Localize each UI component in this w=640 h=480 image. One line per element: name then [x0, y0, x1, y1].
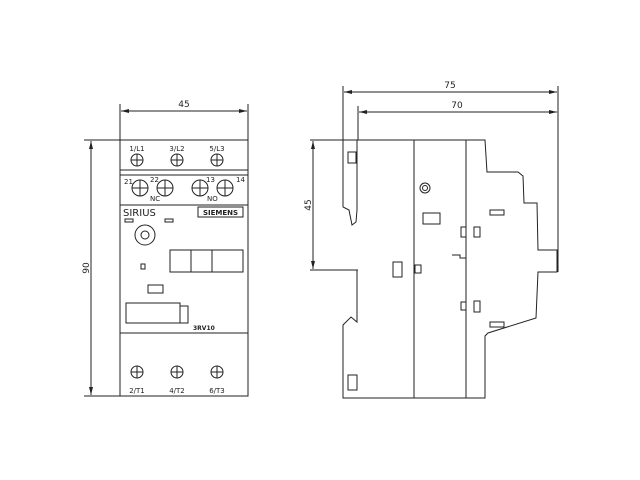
side-view: 75 70 45: [304, 81, 559, 399]
terminal-screw-icon: [216, 179, 234, 197]
model-label: 3RV10: [193, 325, 215, 332]
depth-75-label: 75: [444, 81, 455, 91]
terminal-screw-icon: [130, 153, 144, 167]
siemens-logo-text: SIEMENS: [203, 209, 238, 217]
aux-label: 21: [124, 178, 133, 186]
terminal-screw-icon: [191, 179, 209, 197]
terminal-label: 6/T3: [209, 387, 225, 395]
terminal-screw-icon: [210, 153, 224, 167]
aux-label: 13: [206, 176, 215, 184]
aux-contact-block: [119, 174, 249, 206]
terminal-screw-icon: [170, 365, 184, 379]
siemens-logo: [197, 206, 244, 218]
height-label: 90: [82, 262, 92, 274]
front-view: 45 90 1/L1 3/L2 5/L3 21 22 13 14 NC NO S…: [82, 100, 249, 397]
nc-label: NC: [150, 195, 160, 203]
terminal-label: 2/T1: [129, 387, 145, 395]
aux-label: 14: [236, 176, 245, 184]
setting-window: [169, 249, 244, 273]
terminal-label: 1/L1: [129, 145, 144, 153]
terminal-screw-icon: [210, 365, 224, 379]
terminal-label: 4/T2: [169, 387, 185, 395]
no-label: NO: [207, 195, 218, 203]
sirius-label: SIRIUS: [123, 208, 156, 219]
terminal-label: 3/L2: [169, 145, 184, 153]
aux-label: 22: [150, 176, 159, 184]
width-label: 45: [178, 100, 189, 110]
depth-70-label: 70: [451, 101, 463, 111]
terminal-screw-icon: [156, 179, 174, 197]
terminal-label: 5/L3: [209, 145, 224, 153]
device-body: [119, 139, 249, 397]
rail-height-label: 45: [304, 199, 314, 210]
depth-dimensions: 75 70: [342, 81, 559, 272]
terminal-screw-icon: [131, 179, 149, 197]
width-dimension: 45: [119, 100, 249, 140]
rail-dimension: 45: [304, 139, 358, 271]
label-plate: [125, 302, 181, 324]
dial-icon: [134, 224, 156, 246]
height-dimension: 90: [82, 139, 120, 397]
terminal-screw-icon: [130, 365, 144, 379]
terminal-screw-icon: [170, 153, 184, 167]
side-outline: [342, 139, 558, 399]
screw-icon: [419, 182, 431, 194]
